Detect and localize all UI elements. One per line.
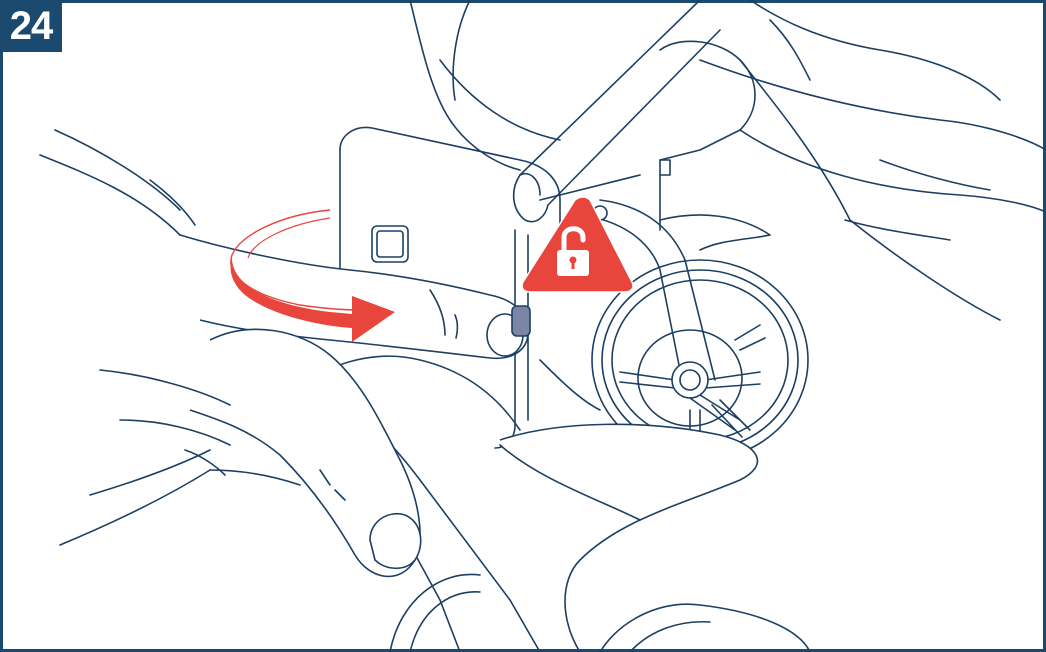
handle-arm [514, 0, 755, 230]
unlock-button [512, 306, 530, 336]
pointing-hand [40, 130, 530, 358]
upper-frame-tube [410, 0, 560, 170]
step-number-badge: 24 [0, 0, 62, 52]
bottom-wheels [390, 574, 810, 652]
gripping-hand [60, 329, 421, 576]
unlock-warning-icon [522, 197, 633, 292]
